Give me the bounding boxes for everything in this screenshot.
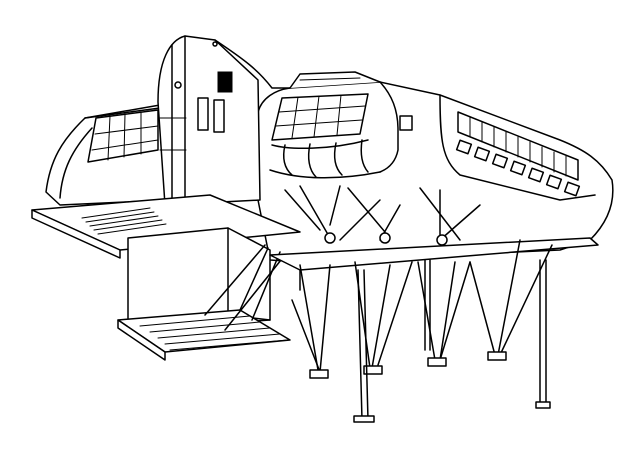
main-side-window-strip	[457, 111, 579, 181]
foot-pad-4	[487, 351, 507, 361]
upper-strut-network	[284, 185, 481, 246]
undercarriage-plate	[269, 237, 599, 291]
left-wing-module	[45, 104, 169, 206]
tower-porthole	[174, 81, 182, 89]
main-small-window	[399, 115, 413, 131]
foot-pad-1	[309, 369, 329, 379]
deck-stair-treads	[81, 207, 167, 235]
lower-gangway	[117, 244, 291, 361]
main-front-window-grid	[271, 93, 369, 141]
main-lower-window-row	[455, 139, 581, 197]
tower-vent	[217, 71, 233, 93]
main-body-module	[257, 71, 614, 263]
landing-legs	[291, 239, 553, 423]
central-tower	[157, 35, 291, 206]
tower-window-right	[213, 99, 225, 133]
roof-hatch	[289, 71, 381, 89]
tower-window-left	[197, 97, 209, 131]
foot-pad-2	[363, 365, 383, 375]
foot-pad-5	[353, 415, 375, 423]
foot-pad-6	[535, 401, 551, 409]
foot-pad-3	[427, 357, 447, 367]
lower-box-module	[127, 227, 271, 331]
